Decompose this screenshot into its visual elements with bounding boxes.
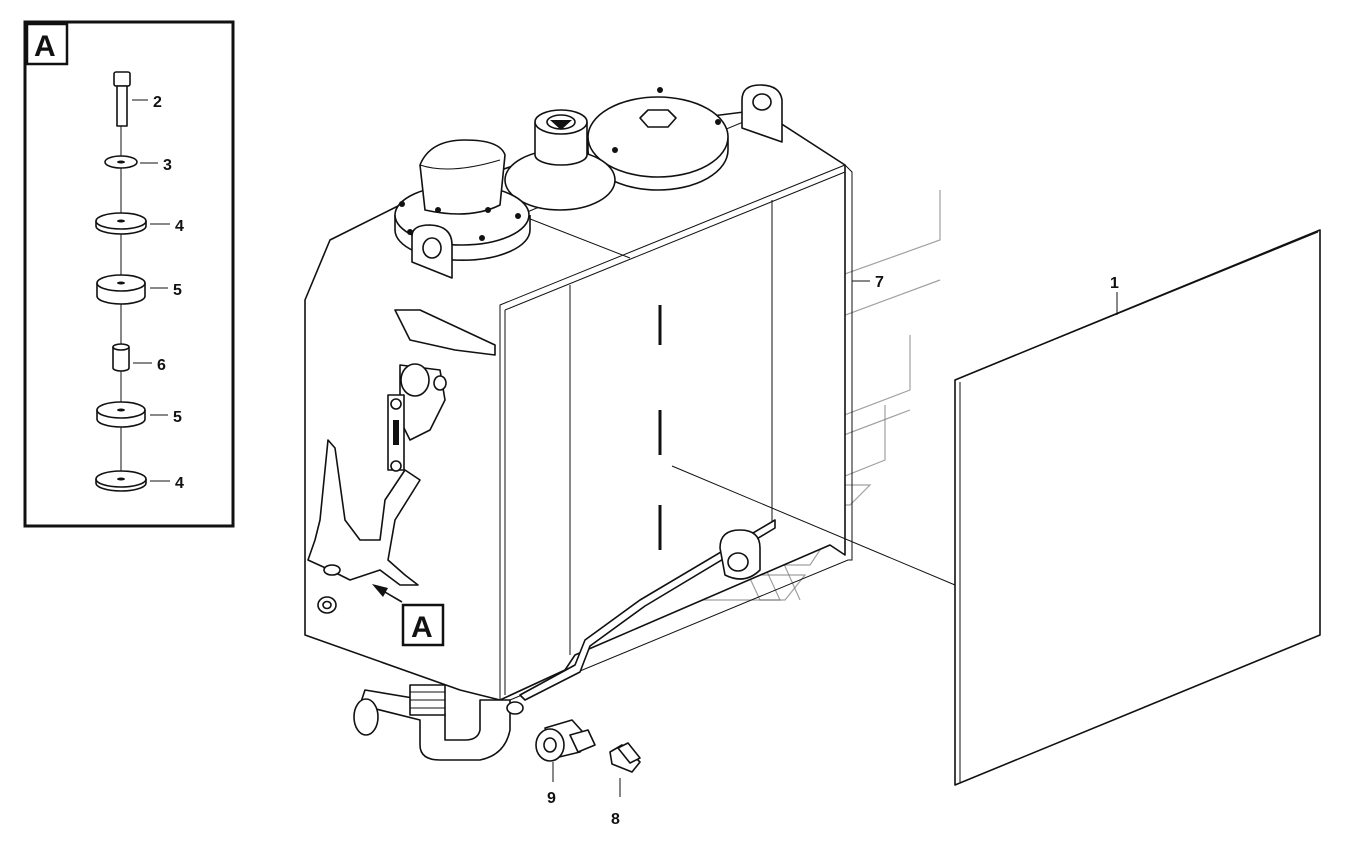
drain-plug (317, 596, 337, 614)
label-7: 7 (875, 274, 884, 291)
outlet-elbow (353, 684, 524, 761)
rubber-bushing-part-bottom (96, 401, 146, 428)
label-8: 8 (611, 811, 620, 828)
detail-a-letter: A (34, 30, 56, 63)
breather-filter (394, 139, 531, 279)
rubber-bushing-part-top (96, 274, 146, 305)
label-1: 1 (1110, 275, 1119, 292)
label-4-bottom: 4 (175, 475, 184, 492)
adapter-fitting (535, 719, 596, 762)
plate-washer-part-bottom (95, 470, 147, 492)
callout-a-letter: A (411, 611, 433, 644)
label-5-bottom: 5 (173, 409, 182, 426)
label-3: 3 (163, 157, 172, 174)
mounting-bracket (307, 439, 421, 586)
hydraulic-tank (304, 84, 853, 761)
label-9: 9 (547, 790, 556, 807)
lifting-eye (741, 84, 783, 143)
bolt-part (113, 71, 131, 127)
label-5-top: 5 (173, 282, 182, 299)
label-6: 6 (157, 357, 166, 374)
filler-cap (504, 109, 616, 211)
bottom-clamp (719, 529, 761, 580)
callout-a: A (372, 584, 445, 647)
label-2: 2 (153, 94, 162, 111)
label-4-top: 4 (175, 218, 184, 235)
detail-a-panel: A (23, 20, 235, 528)
top-cover-plate (587, 87, 729, 191)
spacer-sleeve-part (112, 343, 130, 372)
plate-washer-part-top (95, 212, 147, 235)
side-cover-panel (954, 229, 1321, 786)
washer-part (104, 155, 138, 169)
nipple-fitting (609, 742, 641, 773)
sight-glass-bracket (387, 309, 496, 472)
